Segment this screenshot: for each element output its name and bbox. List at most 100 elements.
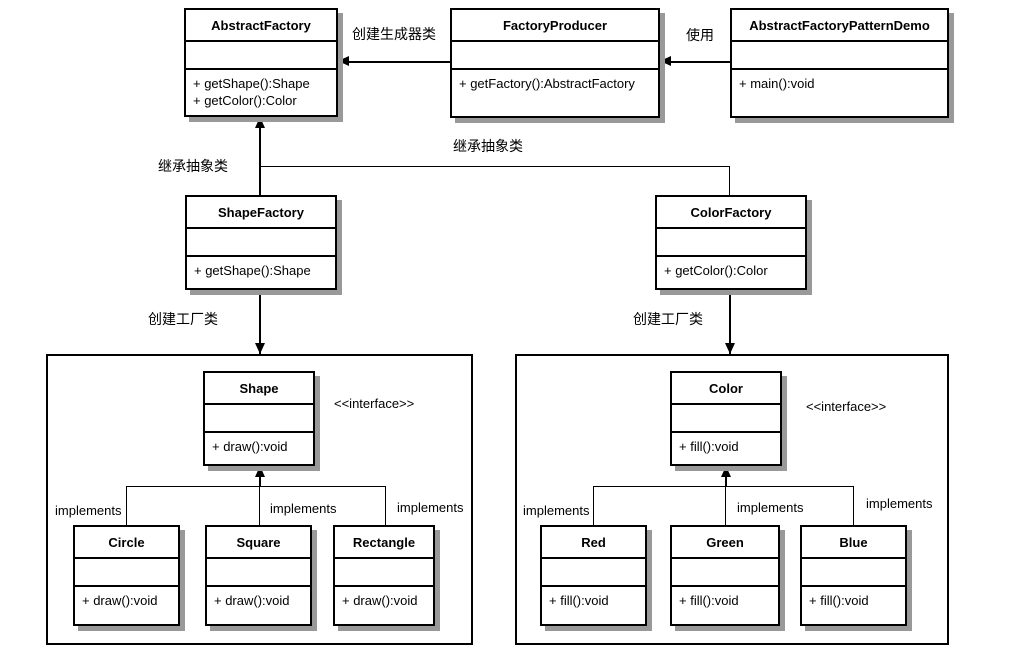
stereotype-label-shape: <<interface>> xyxy=(334,396,415,411)
method: + fill():void xyxy=(809,593,869,608)
edge-label-implements-circle: implements xyxy=(55,503,122,518)
class-methods: + fill():void xyxy=(672,433,780,464)
class-attributes xyxy=(207,559,310,587)
class-attributes xyxy=(452,42,658,70)
edge-green-stub xyxy=(725,486,726,525)
class-box-abstractfactorypatterndemo: AbstractFactoryPatternDemo + main():void xyxy=(730,8,949,118)
edge-label-implements-blue: implements xyxy=(866,496,933,511)
class-box-circle: Circle + draw():void xyxy=(73,525,180,626)
class-attributes xyxy=(672,405,780,433)
class-box-shapefactory: ShapeFactory + getShape():Shape xyxy=(185,195,337,290)
class-attributes xyxy=(657,229,805,257)
class-title: Blue xyxy=(802,527,905,559)
class-methods: + getColor():Color xyxy=(657,257,805,288)
class-title: Circle xyxy=(75,527,178,559)
edge-blue-stub xyxy=(853,486,854,525)
class-attributes xyxy=(732,42,947,70)
edge-create-producer-arrowhead xyxy=(338,56,349,66)
method: + getShape():Shape xyxy=(194,263,311,278)
edge-create-colors-arrowhead xyxy=(725,343,735,354)
edge-use-line xyxy=(662,61,730,63)
class-methods: + draw():void xyxy=(75,587,178,624)
class-box-factoryproducer: FactoryProducer + getFactory():AbstractF… xyxy=(450,8,660,118)
class-box-colorfactory: ColorFactory + getColor():Color xyxy=(655,195,807,290)
edge-label-use: 使用 xyxy=(686,27,714,43)
class-title: Green xyxy=(672,527,778,559)
class-title: Red xyxy=(542,527,645,559)
edge-label-implements-red: implements xyxy=(523,503,590,518)
class-methods: + getShape():Shape xyxy=(187,257,335,288)
class-attributes xyxy=(75,559,178,587)
class-box-red: Red + fill():void xyxy=(540,525,647,626)
class-title: Square xyxy=(207,527,310,559)
class-methods: + draw():void xyxy=(335,587,433,624)
method: + main():void xyxy=(739,76,815,91)
class-attributes xyxy=(802,559,905,587)
edge-label-create-factory-left: 创建工厂类 xyxy=(148,311,218,327)
method: + draw():void xyxy=(82,593,158,608)
method: + draw():void xyxy=(212,439,288,454)
class-methods: + fill():void xyxy=(542,587,645,624)
method: + draw():void xyxy=(214,593,290,608)
class-methods: + fill():void xyxy=(802,587,905,624)
edge-extends-horizontal-line xyxy=(259,166,730,167)
edge-create-shapes-arrowhead xyxy=(255,343,265,354)
method: + getShape():Shape xyxy=(193,76,310,91)
class-methods: + getFactory():AbstractFactory xyxy=(452,70,658,116)
edge-implements-color-arrowhead xyxy=(721,466,731,477)
class-attributes xyxy=(186,42,336,70)
class-title: AbstractFactoryPatternDemo xyxy=(732,10,947,42)
edge-square-stub xyxy=(259,486,260,525)
class-methods: + main():void xyxy=(732,70,947,116)
edge-create-producer-line xyxy=(340,61,450,63)
class-title: ColorFactory xyxy=(657,197,805,229)
edge-label-extends-right: 继承抽象类 xyxy=(453,138,523,154)
class-attributes xyxy=(542,559,645,587)
method: + draw():void xyxy=(342,593,418,608)
class-box-rectangle: Rectangle + draw():void xyxy=(333,525,435,626)
edge-implements-shape-arrowhead xyxy=(255,466,265,477)
class-methods: + draw():void xyxy=(205,433,313,464)
class-methods: + draw():void xyxy=(207,587,310,624)
edge-implements-shape-bus xyxy=(126,486,385,487)
class-box-abstractfactory: AbstractFactory + getShape():Shape + get… xyxy=(184,8,338,117)
class-box-shape-interface: Shape + draw():void xyxy=(203,371,315,466)
class-title: Color xyxy=(672,373,780,405)
method: + fill():void xyxy=(679,593,739,608)
class-box-blue: Blue + fill():void xyxy=(800,525,907,626)
edge-implements-color-bus xyxy=(593,486,854,487)
class-title: Rectangle xyxy=(335,527,433,559)
class-methods: + fill():void xyxy=(672,587,778,624)
class-box-green: Green + fill():void xyxy=(670,525,780,626)
class-box-color-interface: Color + fill():void xyxy=(670,371,782,466)
class-title: Shape xyxy=(205,373,313,405)
edge-label-implements-square: implements xyxy=(270,501,337,516)
method: + getFactory():AbstractFactory xyxy=(459,76,635,91)
edge-label-create-producer: 创建生成器类 xyxy=(352,26,436,42)
edge-extends-arrowhead xyxy=(255,117,265,128)
group-shape-implementations xyxy=(46,354,473,645)
method: + fill():void xyxy=(679,439,739,454)
edge-rectangle-stub xyxy=(385,486,386,525)
class-box-square: Square + draw():void xyxy=(205,525,312,626)
edge-circle-stub xyxy=(126,486,127,525)
edge-create-colors-line xyxy=(729,290,731,354)
group-color-implementations xyxy=(515,354,949,645)
edge-label-create-factory-right: 创建工厂类 xyxy=(633,311,703,327)
edge-label-extends-left: 继承抽象类 xyxy=(158,158,228,174)
edge-use-arrowhead xyxy=(660,56,671,66)
class-title: AbstractFactory xyxy=(186,10,336,42)
class-attributes xyxy=(205,405,313,433)
stereotype-label-color: <<interface>> xyxy=(806,399,887,414)
class-attributes xyxy=(187,229,335,257)
method: + fill():void xyxy=(549,593,609,608)
edge-red-stub xyxy=(593,486,594,525)
edge-extends-vertical-line xyxy=(259,117,261,195)
edge-label-implements-rectangle: implements xyxy=(397,500,464,515)
class-title: ShapeFactory xyxy=(187,197,335,229)
edge-extends-colorfactory-stub xyxy=(729,166,730,195)
class-attributes xyxy=(672,559,778,587)
class-title: FactoryProducer xyxy=(452,10,658,42)
edge-create-shapes-line xyxy=(259,290,261,354)
